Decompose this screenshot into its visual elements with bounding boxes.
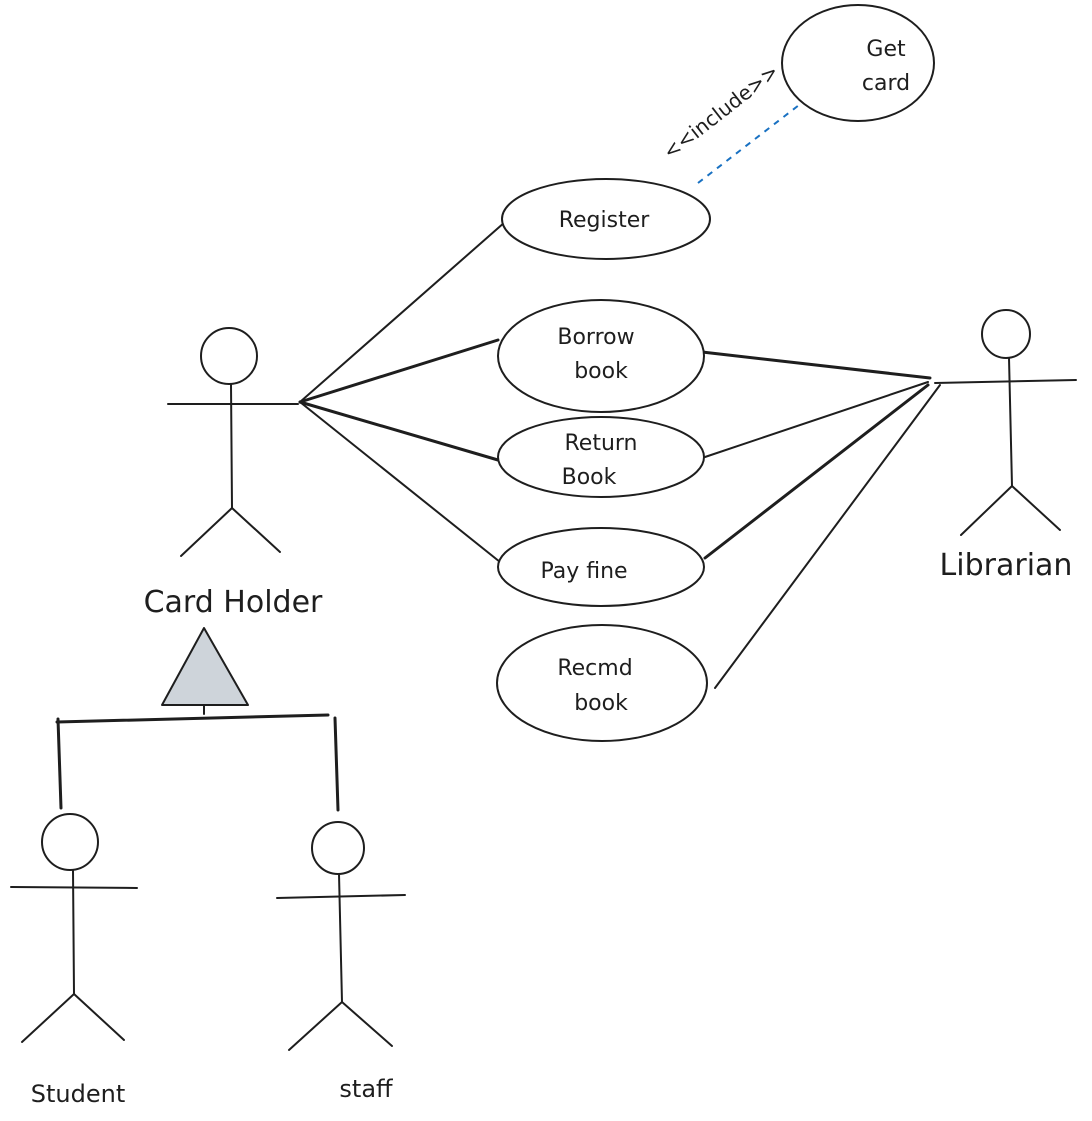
actor-staff-head — [311, 821, 365, 875]
actor-librarian: Librarian — [934, 309, 1077, 583]
use-case-return-book-line2: Book — [562, 465, 617, 490]
actor-staff-arms — [276, 894, 406, 899]
use-case-register: Register — [501, 178, 711, 260]
actor-librarian-head — [981, 309, 1031, 359]
actor-librarian-arms — [934, 379, 1077, 384]
actor-card-holder-body — [230, 383, 233, 509]
association-librarian-recmd — [714, 384, 941, 689]
actor-card-holder-label: Card Holder — [144, 585, 323, 620]
association-librarian-payfine — [703, 383, 930, 560]
actor-librarian-body — [1008, 357, 1013, 487]
generalization-crossbar — [55, 713, 330, 724]
use-case-borrow-book-line2: book — [574, 359, 628, 384]
actor-student-label: Student — [31, 1080, 125, 1108]
use-case-pay-fine: Pay fine — [497, 527, 705, 607]
use-case-register-ellipse — [501, 178, 711, 260]
association-librarian-borrow — [700, 350, 932, 380]
use-case-borrow-book-line1: Borrow — [557, 325, 634, 350]
use-case-get-card-line2: card — [862, 71, 910, 96]
use-case-pay-fine-ellipse — [497, 527, 705, 607]
generalization-branch-staff — [333, 716, 340, 812]
generalization — [55, 627, 340, 812]
card-holder-associations — [298, 221, 506, 563]
use-case-pay-fine-label: Pay fine — [540, 559, 627, 584]
use-case-recmd-book-line2: book — [574, 691, 628, 716]
association-borrow-book — [298, 338, 500, 404]
use-case-recmd-book: Recmd book — [496, 624, 708, 742]
actor-staff-label: staff — [339, 1075, 393, 1103]
actor-student-legs — [21, 993, 125, 1043]
use-case-return-book-line1: Return — [564, 431, 637, 456]
use-case-borrow-book: Borrow book — [497, 299, 705, 413]
use-case-recmd-book-line1: Recmd — [557, 656, 632, 681]
generalization-branch-student — [56, 717, 63, 810]
use-case-recmd-book-ellipse — [496, 624, 708, 742]
actor-librarian-label: Librarian — [940, 548, 1073, 583]
actor-librarian-legs — [960, 485, 1061, 536]
use-case-get-card: Get card — [781, 4, 935, 122]
use-case-get-card-ellipse — [781, 4, 935, 122]
use-case-get-card-line1: Get — [866, 37, 906, 62]
use-case-borrow-book-ellipse — [497, 299, 705, 413]
actor-card-holder: Card Holder — [144, 327, 323, 620]
include-arrow — [697, 93, 815, 184]
association-register — [299, 221, 506, 403]
actor-card-holder-legs — [180, 507, 281, 557]
association-return-book — [298, 400, 500, 462]
actor-staff: staff — [276, 821, 406, 1103]
actor-student: Student — [10, 813, 138, 1108]
actor-staff-legs — [288, 1001, 393, 1051]
association-pay-fine — [299, 401, 501, 563]
actor-student-body — [72, 869, 75, 995]
use-case-return-book-ellipse — [497, 416, 705, 498]
actor-student-arms — [10, 886, 138, 889]
librarian-associations — [700, 350, 941, 689]
use-case-register-label: Register — [559, 208, 651, 233]
association-librarian-return — [704, 381, 929, 458]
use-case-return-book: Return Book — [497, 416, 705, 498]
actor-staff-body — [338, 873, 343, 1003]
actor-student-head — [41, 813, 99, 871]
actor-card-holder-head — [200, 327, 258, 385]
include-label: <<include>> — [658, 59, 783, 164]
generalization-triangle — [161, 627, 249, 706]
